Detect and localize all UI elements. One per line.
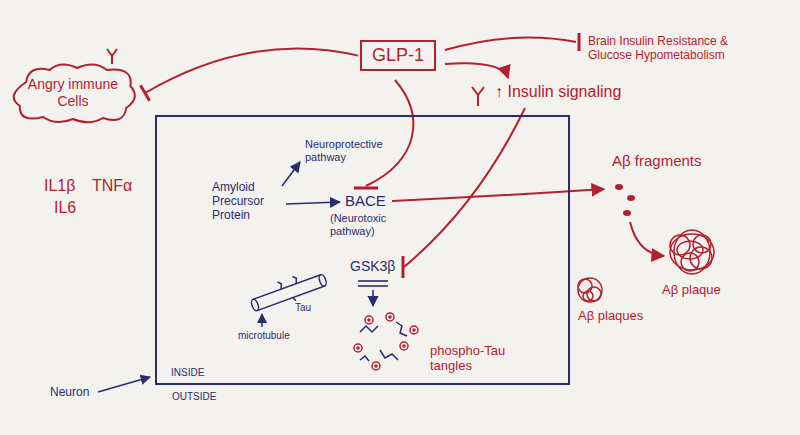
plaque-scribble — [578, 278, 602, 302]
inhibit-bar — [402, 256, 405, 278]
tangle-label: phospho-Tau tangles — [430, 343, 525, 374]
fragment-dot — [627, 195, 635, 201]
phospho-group — [354, 313, 418, 370]
pointer-arrow — [261, 314, 263, 327]
microtubule-symbol — [247, 266, 329, 315]
cleavage-arrow — [392, 189, 604, 201]
pathway-arrow — [286, 202, 340, 204]
bond-line — [358, 285, 388, 287]
node-text: Angry immune Cells — [25, 76, 121, 109]
neuron-outline: INSIDE — [155, 115, 570, 385]
bond-line — [358, 280, 388, 282]
pointer-arrow — [98, 377, 150, 392]
cloud-path — [14, 64, 135, 122]
fragment-dot — [615, 184, 623, 190]
inhibit-bar — [578, 33, 581, 51]
connector-line — [145, 48, 358, 93]
phosphorylation-arrow — [372, 290, 374, 306]
pathway-label: (Neurotoxic pathway) — [330, 212, 410, 238]
inhibit-line — [445, 38, 576, 51]
pathway-arrow — [282, 162, 300, 186]
plaque-label: Aβ plaques — [578, 308, 643, 323]
region-label: OUTSIDE — [172, 391, 216, 403]
receptor-symbol — [107, 49, 117, 64]
plaque-scribble — [670, 230, 714, 274]
plaque-label: Aβ plaque — [662, 282, 721, 297]
hormone-box: GLP-1 — [360, 40, 436, 71]
effect-note: Brain Insulin Resistance & Glucose Hypom… — [588, 34, 738, 62]
receptor-symbol — [472, 87, 484, 106]
enzyme-label: GSK3β — [350, 258, 395, 275]
aggregation-arrow — [630, 222, 664, 256]
cytokine-label: TNFα — [92, 177, 132, 196]
inhibit-bar — [140, 85, 149, 101]
effect-note: ↑ Insulin signaling — [495, 83, 621, 102]
immune-cloud: Angry immune Cells — [5, 60, 141, 126]
cytokine-label: IL6 — [54, 199, 76, 218]
node-text: INSIDE — [171, 367, 204, 379]
inhibit-line — [404, 108, 525, 267]
peptide-label: Aβ fragments — [612, 152, 702, 170]
activate-arrow — [445, 63, 508, 78]
cytokine-label: IL1β — [44, 177, 75, 196]
protein-label: Tau — [295, 302, 311, 314]
enzyme-label: BACE — [345, 192, 386, 210]
inhibit-bar — [354, 187, 378, 190]
structure-label: microtubule — [238, 330, 290, 342]
inhibit-line — [366, 80, 413, 186]
tangle-squiggle — [360, 322, 407, 361]
fragment-dot — [623, 210, 631, 216]
pathway-label: Neuroprotective pathway — [305, 138, 395, 164]
node-text: GLP-1 — [372, 45, 424, 66]
inhibit-connector — [140, 48, 358, 100]
cell-label: Neuron — [50, 385, 89, 399]
protein-label: Amyloid Precursor Protein — [212, 180, 284, 222]
